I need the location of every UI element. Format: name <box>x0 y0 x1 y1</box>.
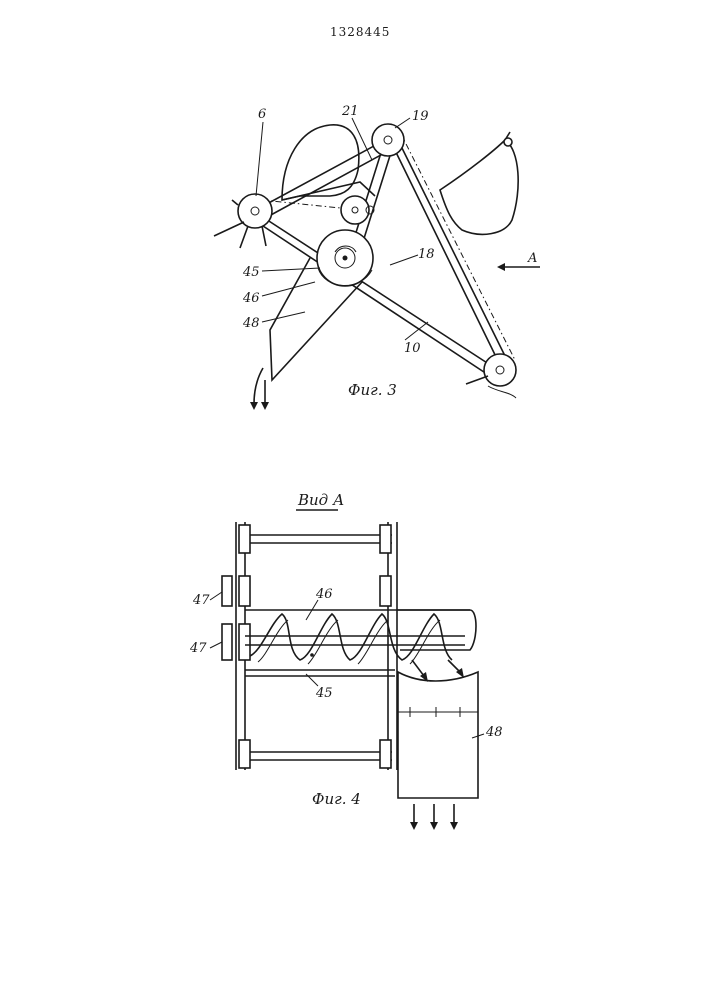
fig4-hub-47-lower <box>222 624 232 660</box>
fig4-label-46: 46 <box>315 587 333 602</box>
fig4-output-arrowhead-1 <box>410 822 418 830</box>
fig3-output-arrow-1 <box>254 368 263 404</box>
fig3-label-10: 10 <box>404 341 421 356</box>
fig4-auger-mark <box>310 653 314 657</box>
fig4-bearing-mid-right <box>380 576 391 606</box>
fig3-leader-19 <box>395 118 410 128</box>
fig4-label-45: 45 <box>315 686 333 701</box>
fig3-label-19: 19 <box>412 109 429 124</box>
fig4-output-arrowhead-3 <box>450 822 458 830</box>
fig4-chute-ticks <box>405 707 465 717</box>
figure-3: 6 21 19 18 45 46 48 10 A Фиг. 3 <box>214 104 540 410</box>
fig4-output-arrows <box>414 804 454 824</box>
fig4-rail-top <box>240 535 392 543</box>
fig3-view-arrowhead <box>497 263 505 271</box>
fig4-bearing-mid-left <box>239 576 250 606</box>
fig3-right-bucket-pin <box>504 138 512 146</box>
fig4-label-48: 48 <box>485 725 503 740</box>
fig4-leader-47a <box>210 592 222 600</box>
fig4-chute-48 <box>398 672 478 798</box>
fig3-leader-18 <box>390 255 418 265</box>
fig3-label-21: 21 <box>341 104 359 119</box>
patent-number: 1328445 <box>330 25 390 39</box>
fig3-right-bucket <box>440 140 518 234</box>
fig4-auger-flights-46 <box>250 614 452 660</box>
fig4-label-47-upper: 47 <box>192 593 210 608</box>
fig3-leader-48 <box>262 312 305 322</box>
fig3-sprocket-19 <box>372 124 404 156</box>
fig4-view-title: Вид А <box>297 491 344 509</box>
fig4-leader-47b <box>210 642 222 648</box>
fig4-bearing-bottom-left <box>239 740 250 768</box>
fig3-leader-10 <box>405 322 428 340</box>
fig4-discharge-arrow-right <box>448 660 460 672</box>
fig3-leader-46 <box>262 282 315 296</box>
fig3-frame-bar-diagonal <box>390 140 508 365</box>
fig4-label-47-lower: 47 <box>189 641 207 656</box>
fig3-leader-45 <box>262 268 320 271</box>
fig4-bearing-bottom-right <box>380 740 391 768</box>
fig4-rail-bottom <box>240 752 392 760</box>
fig4-auger-shaft <box>245 636 465 645</box>
fig3-label-a: A <box>527 251 537 266</box>
figure-4: Вид А <box>189 491 503 830</box>
fig3-label-6: 6 <box>258 107 266 122</box>
fig4-caption: Фиг. 4 <box>312 790 361 808</box>
fig3-auger-drum-axis <box>343 256 348 261</box>
fig4-output-arrowhead-2 <box>430 822 438 830</box>
fig3-label-48: 48 <box>242 316 260 331</box>
fig3-arrowhead-2 <box>261 402 269 410</box>
fig3-chain-line <box>400 132 515 360</box>
fig3-sprocket-lower <box>484 354 516 386</box>
fig4-trough-bottom-45 <box>245 670 395 676</box>
fig3-leader-6 <box>256 122 263 196</box>
fig3-caption: Фиг. 3 <box>348 381 397 399</box>
fig3-lower-handle <box>466 376 488 384</box>
fig3-frame-bar-lower-10 <box>255 212 498 380</box>
fig4-bearing-top-left <box>239 525 250 553</box>
fig4-bearing-auger-left <box>239 624 250 660</box>
fig3-sprocket-21 <box>341 196 369 224</box>
fig4-hub-47-upper <box>222 576 232 606</box>
fig3-arrowhead-1 <box>250 402 258 410</box>
fig3-lower-arc <box>488 386 516 398</box>
fig4-auger-flights-back <box>258 620 440 664</box>
fig3-label-46: 46 <box>242 291 260 306</box>
fig4-bearing-top-right <box>380 525 391 553</box>
fig4-discharge-arrow-left <box>412 660 424 676</box>
fig3-label-45: 45 <box>242 265 260 280</box>
fig3-label-18: 18 <box>418 247 435 262</box>
